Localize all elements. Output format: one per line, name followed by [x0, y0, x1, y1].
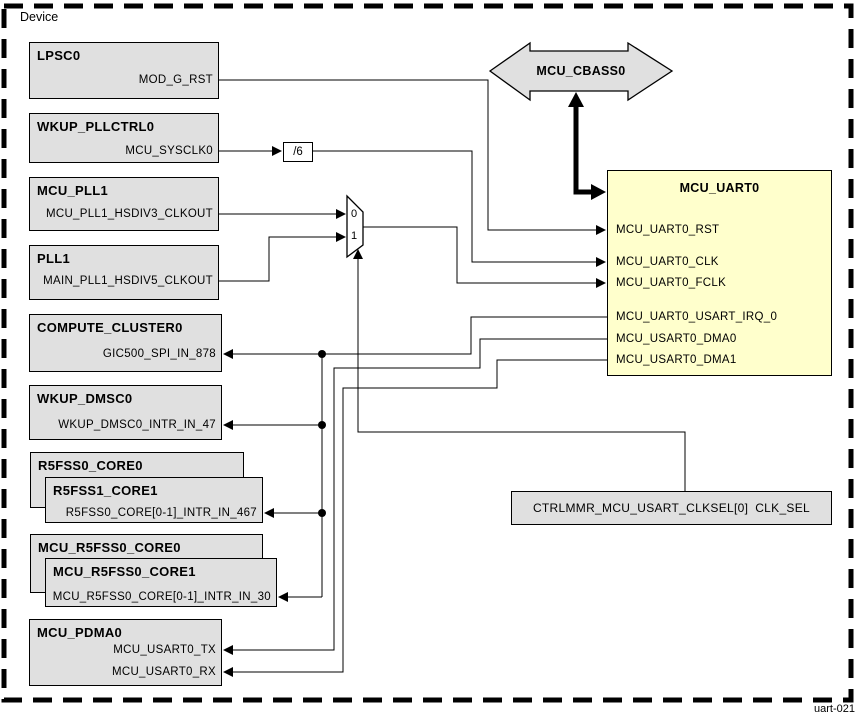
arrowhead-pdma-tx: [223, 645, 233, 655]
block-mcu-r5fss0-core1: MCU_R5FSS0_CORE1 MCU_R5FSS0_CORE[0-1]_IN…: [45, 558, 277, 607]
port-wkup-dmsc0-intr-in-47: WKUP_DMSC0_INTR_IN_47: [58, 419, 216, 431]
block-pll1: PLL1 MAIN_PLL1_HSDIV5_CLKOUT: [29, 245, 219, 300]
port-main-pll1-hsdiv5-clkout: MAIN_PLL1_HSDIV5_CLKOUT: [43, 275, 213, 287]
block-mcu-pll1: MCU_PLL1 MCU_PLL1_HSDIV3_CLKOUT: [29, 177, 219, 231]
block-title: R5FSS0_CORE0: [38, 458, 143, 473]
port-gic500-spi-in-878: GIC500_SPI_IN_878: [102, 348, 216, 360]
bus-arrow: [568, 92, 606, 200]
mux-input0-label: 0: [350, 208, 358, 220]
junction-dot: [318, 509, 326, 517]
arrowhead-clk: [596, 257, 606, 267]
arrowhead-gic500: [223, 349, 233, 359]
ctrlmmr-register-label: CTRLMMR_MCU_USART_CLKSEL[0]: [532, 501, 749, 515]
port-mcu-usart0-tx: MCU_USART0_TX: [113, 644, 216, 656]
ctrlmmr-clk-sel-label: CLK_SEL: [755, 501, 811, 515]
arrowhead-into-div6: [272, 146, 282, 156]
block-title: MCU_PDMA0: [37, 625, 123, 640]
junction-dot: [318, 350, 326, 358]
bus-arrowhead-up: [568, 92, 584, 107]
mux-input1-label: 1: [350, 230, 358, 242]
device-label: Device: [20, 10, 59, 24]
block-wkup-dmsc0: WKUP_DMSC0 WKUP_DMSC0_INTR_IN_47: [29, 385, 222, 440]
figure-id: uart-021: [814, 703, 855, 715]
arrowhead-fclk: [596, 278, 606, 288]
clock-divider-label: /6: [293, 146, 303, 158]
junction-dot: [318, 421, 326, 429]
bus-arrowhead-right: [591, 184, 606, 200]
block-ctrlmmr-clksel: CTRLMMR_MCU_USART_CLKSEL[0] CLK_SEL: [511, 491, 832, 525]
wire-irq-to-gic500: [232, 316, 607, 355]
block-r5fss1-core1: R5FSS1_CORE1 R5FSS0_CORE[0-1]_INTR_IN_46…: [45, 477, 263, 523]
arrowhead-mcu-r5fss: [278, 592, 288, 602]
port-mcu-usart0-rx: MCU_USART0_RX: [111, 666, 216, 678]
junction-dots: [318, 350, 326, 517]
wire-mux-to-fclk: [363, 226, 597, 284]
block-title: R5FSS1_CORE1: [53, 483, 158, 498]
block-mcu-uart0: MCU_UART0 MCU_UART0_RST MCU_UART0_CLK MC…: [607, 170, 832, 376]
arrowhead-mux-select: [353, 249, 363, 259]
block-title: WKUP_DMSC0: [37, 391, 133, 406]
port-mcu-uart0-clk: MCU_UART0_CLK: [616, 256, 719, 268]
port-mcu-uart0-rst: MCU_UART0_RST: [616, 224, 720, 236]
port-mod-g-rst: MOD_G_RST: [138, 74, 213, 86]
port-mcu-sysclk0: MCU_SYSCLK0: [125, 145, 213, 157]
arrowhead-pdma-rx: [223, 667, 233, 677]
block-compute-cluster0: COMPUTE_CLUSTER0 GIC500_SPI_IN_878: [29, 314, 222, 372]
wire-mod-g-rst: [219, 79, 597, 231]
block-mcu-pdma0: MCU_PDMA0 MCU_USART0_TX MCU_USART0_RX: [29, 619, 222, 686]
port-mcu-r5fss-core-intr-in-30: MCU_R5FSS0_CORE[0-1]_INTR_IN_30: [52, 591, 271, 603]
arrowhead-wkup-dmsc0: [223, 420, 233, 430]
arrowheads: [223, 146, 606, 677]
clock-mux-shape: [346, 194, 364, 259]
arrowhead-rst: [596, 225, 606, 235]
port-mcu-uart0-usart-irq: MCU_UART0_USART_IRQ_0: [616, 311, 778, 323]
arrowhead-mux-in0: [336, 209, 346, 219]
block-title: WKUP_PLLCTRL0: [37, 119, 155, 134]
block-title: COMPUTE_CLUSTER0: [37, 320, 183, 335]
block-title: PLL1: [37, 251, 70, 266]
wire-div6-to-clk: [312, 150, 597, 263]
port-r5fss-core-intr-in-467: R5FSS0_CORE[0-1]_INTR_IN_467: [65, 507, 257, 519]
clock-divider-box: /6: [283, 142, 313, 162]
port-mcu-usart0-dma1: MCU_USART0_DMA1: [616, 354, 737, 366]
block-title: LPSC0: [37, 48, 81, 63]
bus-arrow-line: [573, 104, 592, 195]
wire-hsdiv5-to-mux1: [219, 236, 337, 282]
port-mcu-usart0-dma0: MCU_USART0_DMA0: [616, 333, 737, 345]
port-mcu-pll1-hsdiv3-clkout: MCU_PLL1_HSDIV3_CLKOUT: [45, 208, 213, 220]
block-lpsc0: LPSC0 MOD_G_RST: [29, 42, 219, 99]
block-title: MCU_R5FSS0_CORE1: [53, 564, 196, 579]
block-title: MCU_PLL1: [37, 183, 109, 198]
arrowhead-mux-in1: [336, 232, 346, 242]
cbass-label: MCU_CBASS0: [536, 64, 626, 78]
arrowhead-r5fss: [264, 508, 274, 518]
block-wkup-pllctrl0: WKUP_PLLCTRL0 MCU_SYSCLK0: [29, 113, 219, 163]
block-title: MCU_UART0: [679, 181, 760, 195]
port-mcu-uart0-fclk: MCU_UART0_FCLK: [616, 277, 727, 289]
block-title: MCU_R5FSS0_CORE0: [38, 540, 181, 555]
